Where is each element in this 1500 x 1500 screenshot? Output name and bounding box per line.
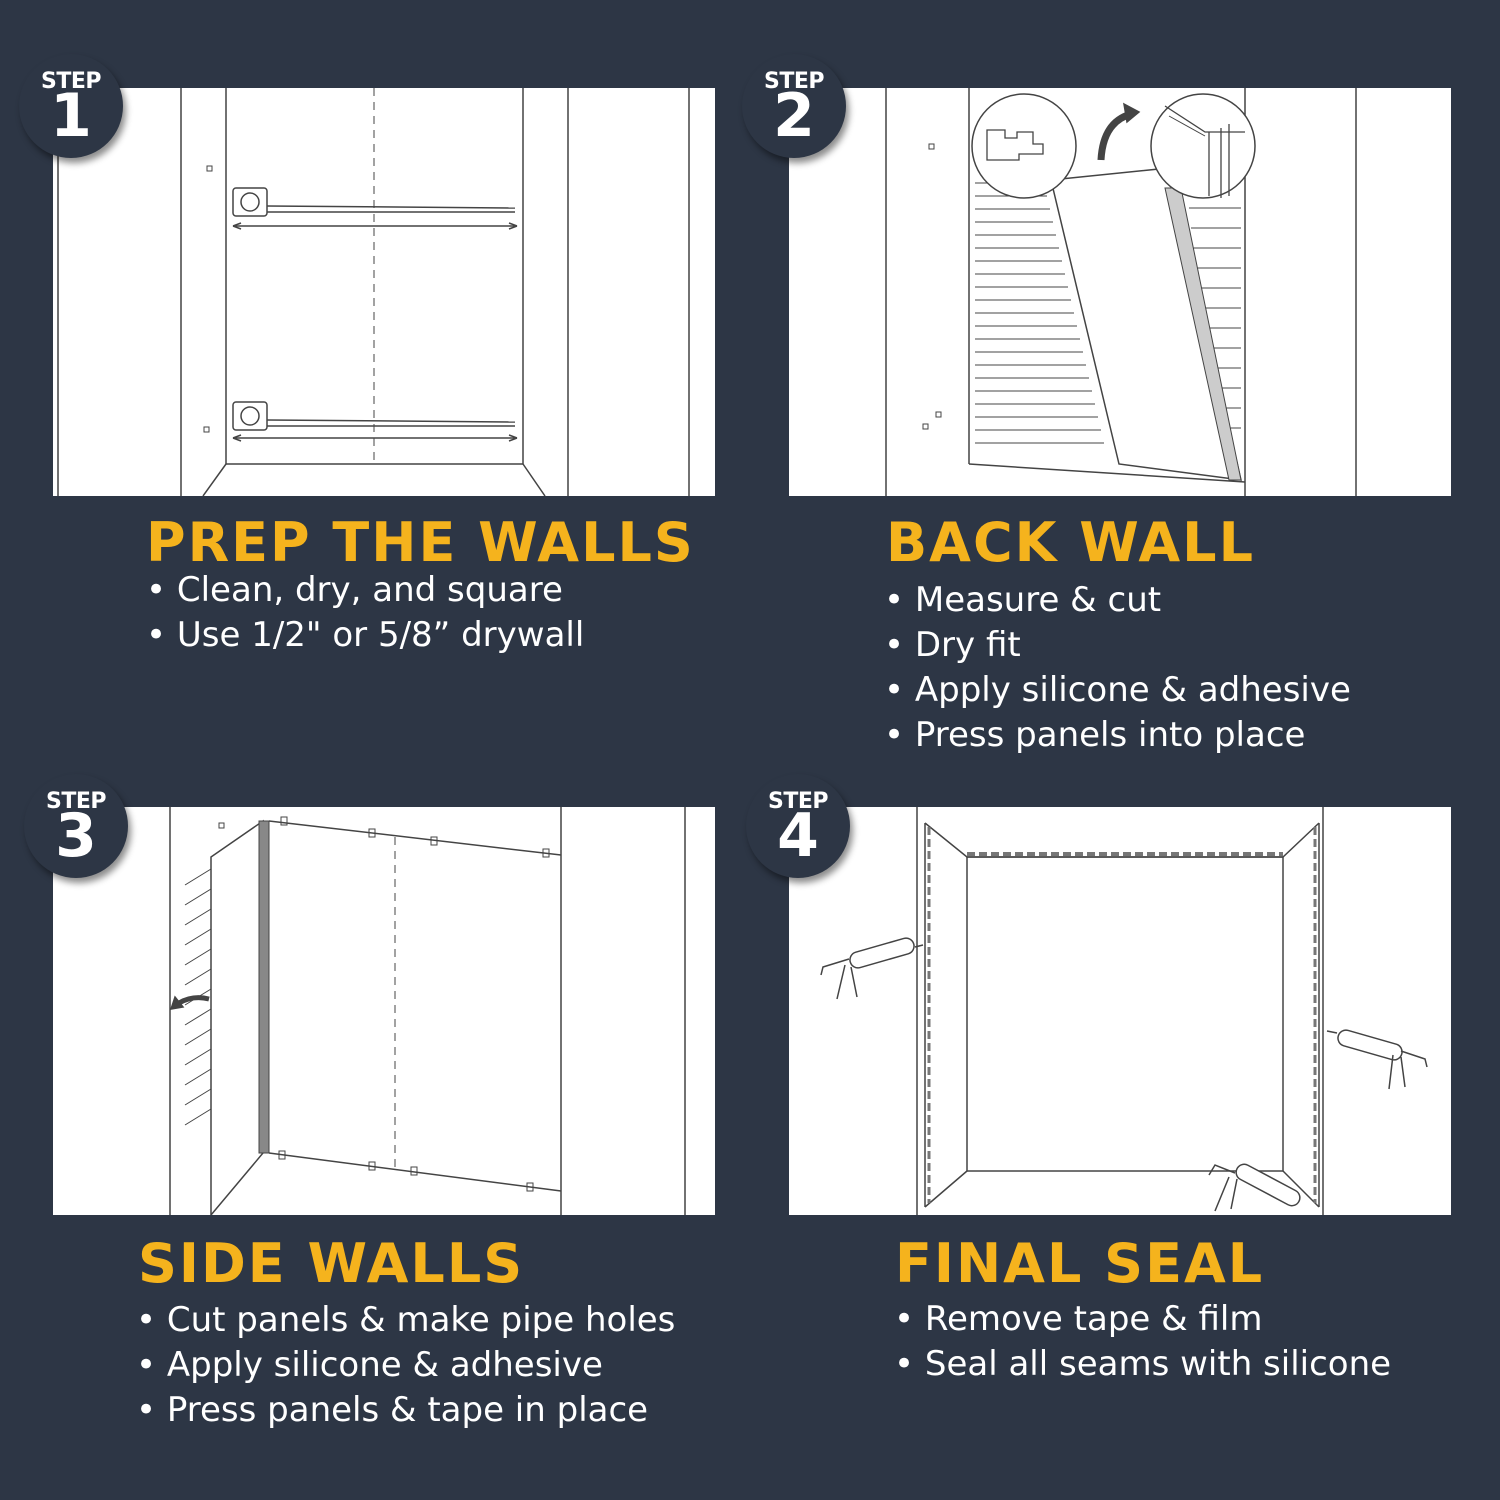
panel-edge-detail-circle <box>971 93 1077 199</box>
step-label: STEP <box>767 789 829 814</box>
step-number: 4 <box>777 801 819 871</box>
tape-measure-icon <box>232 187 518 230</box>
list-item: Dry fit <box>884 623 1351 668</box>
step-number: 3 <box>55 801 97 871</box>
step-1-bullets: Clean, dry, and square Use 1/2" or 5/8” … <box>146 568 584 658</box>
list-item: Press panels & tape in place <box>136 1388 675 1433</box>
step-1-illustration <box>53 88 715 496</box>
list-item: Remove tape & film <box>894 1297 1391 1342</box>
adhesive-lines <box>184 868 212 1126</box>
step-3-title: SIDE WALLS <box>138 1232 525 1295</box>
step-4-title: FINAL SEAL <box>895 1232 1265 1295</box>
caulk-gun-icon <box>820 937 924 1000</box>
step-4-bullets: Remove tape & film Seal all seams with s… <box>894 1297 1391 1387</box>
caulk-gun-icon <box>1208 1163 1301 1212</box>
list-item: Apply silicone & adhesive <box>136 1343 675 1388</box>
list-item: Apply silicone & adhesive <box>884 668 1351 713</box>
panel-corner-detail-circle <box>1150 93 1256 199</box>
list-item: Clean, dry, and square <box>146 568 584 613</box>
step-number: 1 <box>50 81 92 151</box>
list-item: Cut panels & make pipe holes <box>136 1298 676 1343</box>
step-number: 2 <box>773 81 815 151</box>
list-item: Use 1/2" or 5/8” drywall <box>146 613 584 658</box>
step-2-badge: STEP 2 <box>742 54 846 158</box>
tape-measure-icon <box>232 401 518 442</box>
caulk-gun-icon <box>1326 1029 1428 1090</box>
step-2-illustration <box>789 88 1451 496</box>
list-item: Press panels into place <box>884 713 1351 758</box>
step-label: STEP <box>40 69 102 94</box>
step-2-bullets: Measure & cut Dry fit Apply silicone & a… <box>884 578 1351 758</box>
silicone-bead <box>927 827 1317 1203</box>
step-3-illustration <box>53 807 715 1215</box>
list-item: Seal all seams with silicone <box>894 1342 1391 1387</box>
step-4-badge: STEP 4 <box>746 774 850 878</box>
step-1-badge: STEP 1 <box>19 54 123 158</box>
step-3-bullets: Cut panels & make pipe holes Apply silic… <box>136 1298 676 1433</box>
step-2-title: BACK WALL <box>886 511 1255 574</box>
side-wall-panel <box>210 819 270 1215</box>
list-item: Measure & cut <box>884 578 1351 623</box>
tape-pieces <box>278 816 550 1192</box>
curved-arrow-icon <box>1097 102 1141 161</box>
step-4-illustration <box>789 807 1451 1215</box>
step-label: STEP <box>763 69 825 94</box>
adhesive-lines <box>975 182 1241 444</box>
wall-panel <box>1050 167 1242 481</box>
step-label: STEP <box>45 789 107 814</box>
curved-arrow-icon <box>169 995 210 1010</box>
step-3-badge: STEP 3 <box>24 774 128 878</box>
step-1-title: PREP THE WALLS <box>146 511 695 574</box>
